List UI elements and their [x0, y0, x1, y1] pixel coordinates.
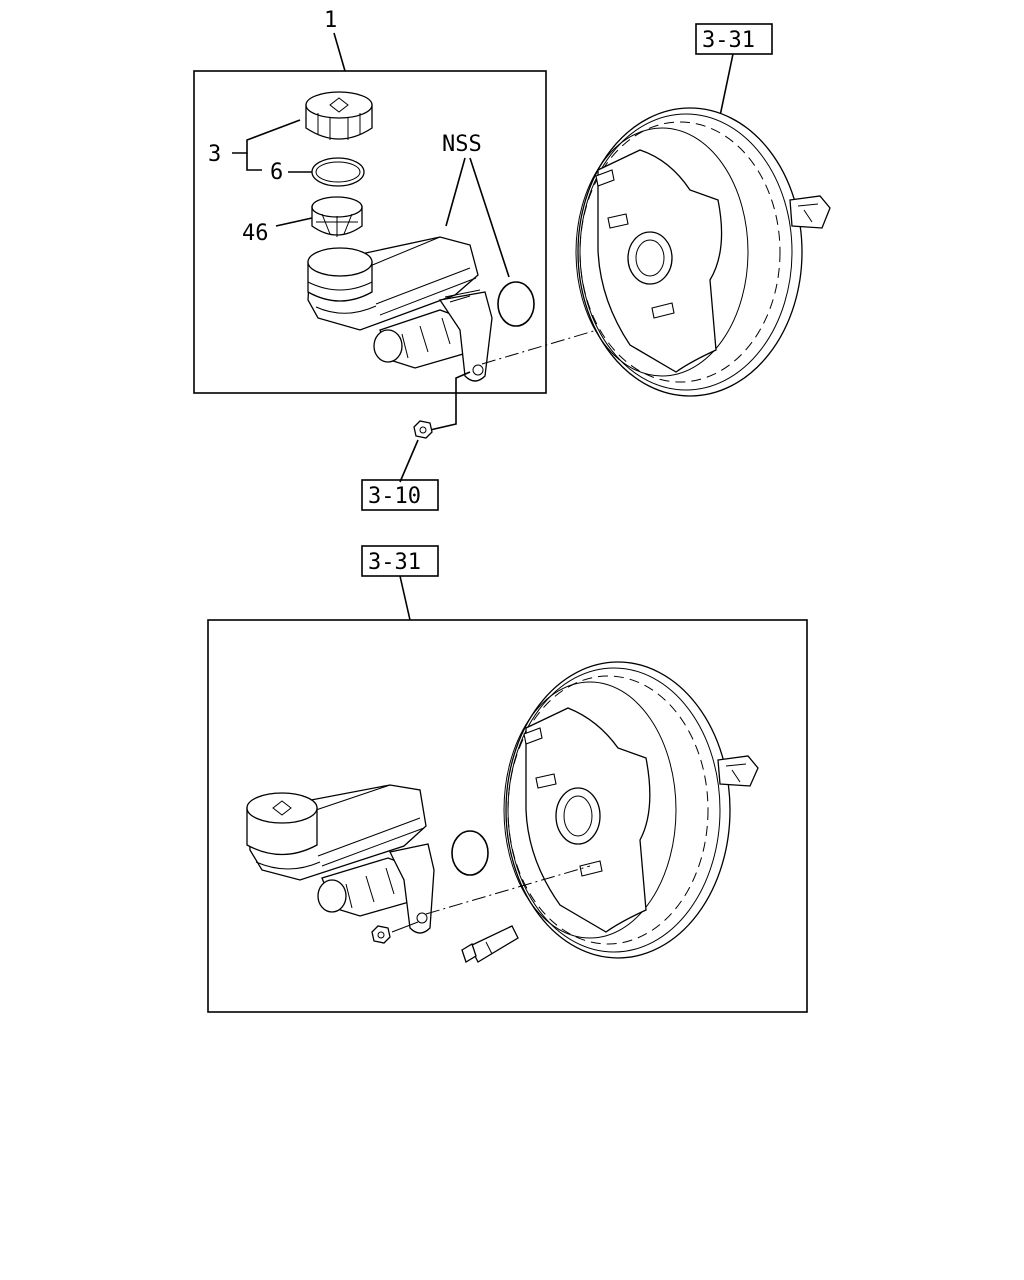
- callout-nss: NSS: [442, 132, 482, 157]
- o-ring-bottom: [451, 830, 489, 876]
- flange-nut-bottom: [371, 925, 391, 944]
- leader-strainer: [275, 217, 313, 227]
- brake-booster-bottom: [503, 661, 759, 959]
- ref-box-nut: [361, 479, 439, 511]
- ref-booster-bottom: 3-31: [368, 550, 421, 575]
- leader-booster-bottom: [399, 575, 411, 621]
- reservoir-cap: [305, 91, 373, 140]
- callout-strainer: 46: [242, 221, 269, 246]
- reservoir-seal: [311, 157, 365, 187]
- callout-cap: 3: [208, 142, 221, 167]
- ref-nut: 3-10: [368, 484, 421, 509]
- leader-assembly: [333, 32, 346, 72]
- master-cylinder: [307, 236, 493, 382]
- assembly-frame: [193, 70, 547, 394]
- nut-link-bottom: [391, 921, 419, 933]
- brake-booster-top: [575, 107, 831, 397]
- ref-box-booster-top: [695, 23, 773, 55]
- grease-tube: [461, 925, 519, 963]
- mount-centerline-bottom: [425, 865, 591, 915]
- booster-assembly-frame: [207, 619, 808, 1013]
- bracket-cap: [246, 153, 262, 171]
- leader-nut-ref: [399, 439, 419, 483]
- leader-cap: [232, 119, 301, 154]
- leader-booster-top: [719, 53, 734, 117]
- master-cylinder-bottom: [246, 784, 435, 934]
- leader-nss-b: [469, 157, 510, 278]
- reservoir-strainer: [311, 196, 363, 237]
- callout-seal: 6: [270, 160, 283, 185]
- flange-nut-top: [413, 420, 433, 439]
- leader-nss-a: [445, 157, 466, 227]
- callout-assembly: 1: [324, 8, 337, 33]
- ref-booster-top: 3-31: [702, 28, 755, 53]
- nss-o-ring: [497, 281, 535, 327]
- leader-nut-path: [429, 371, 471, 431]
